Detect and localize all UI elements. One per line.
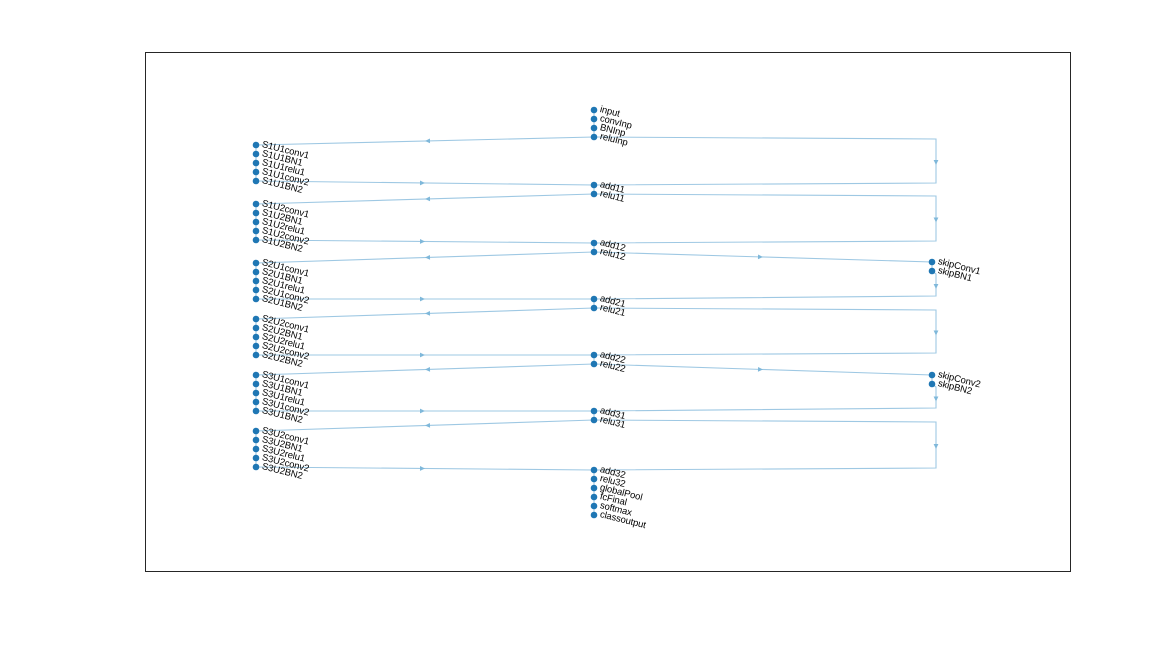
node-labels-layer: inputconvInpBNInpreluInpS1U1conv1S1U1BN1…	[261, 104, 982, 531]
figure-canvas: inputconvInpBNInpreluInpS1U1conv1S1U1BN1…	[145, 52, 1071, 572]
